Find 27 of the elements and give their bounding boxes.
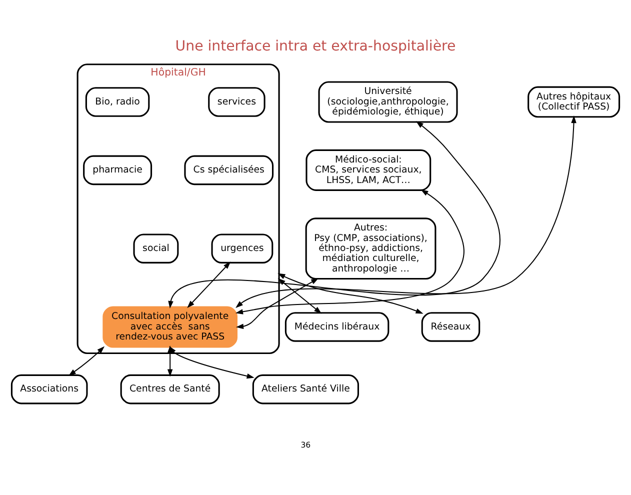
node-box: Réseaux bbox=[421, 312, 480, 342]
node-box: Autres hôpitaux (Collectif PASS) bbox=[528, 86, 620, 118]
label: 36 bbox=[300, 440, 311, 450]
arrow bbox=[68, 346, 105, 376]
node-box: social bbox=[133, 233, 179, 263]
arrow bbox=[235, 188, 464, 314]
arrow bbox=[187, 261, 231, 308]
node-box: Autres: Psy (CMP, associations), éthno-psy, addictions, médiation culturelle, anthropologie … bbox=[305, 217, 436, 280]
diagram-title: Une interface intra et extra-hospitalière bbox=[175, 38, 456, 54]
arrow bbox=[236, 278, 319, 329]
arrow bbox=[278, 278, 322, 314]
arrow bbox=[168, 120, 500, 308]
node-box: Associations bbox=[10, 374, 88, 404]
node-box: Bio, radio bbox=[85, 86, 150, 116]
arrow bbox=[169, 346, 254, 378]
node-box: Médico-social: CMS, services sociaux, LHSS, LAM, ACT… bbox=[306, 148, 432, 190]
node-box: Centres de Santé bbox=[120, 374, 220, 404]
node-box: pharmacie bbox=[83, 154, 152, 185]
node-box: Consultation polyvalente avec accès sans rendez-vous avec PASS bbox=[102, 306, 238, 348]
arrow bbox=[236, 114, 576, 308]
node-box: Médecins libéraux bbox=[284, 312, 390, 342]
node-box: Université (sociologie,anthropologie, épidémiologie, éthique) bbox=[318, 80, 458, 122]
node-box: Cs spécialisées bbox=[184, 154, 274, 185]
node-box: urgences bbox=[211, 233, 274, 263]
node-box: Ateliers Santé Ville bbox=[252, 374, 360, 404]
arrow bbox=[278, 272, 424, 314]
node-box: services bbox=[208, 86, 266, 116]
